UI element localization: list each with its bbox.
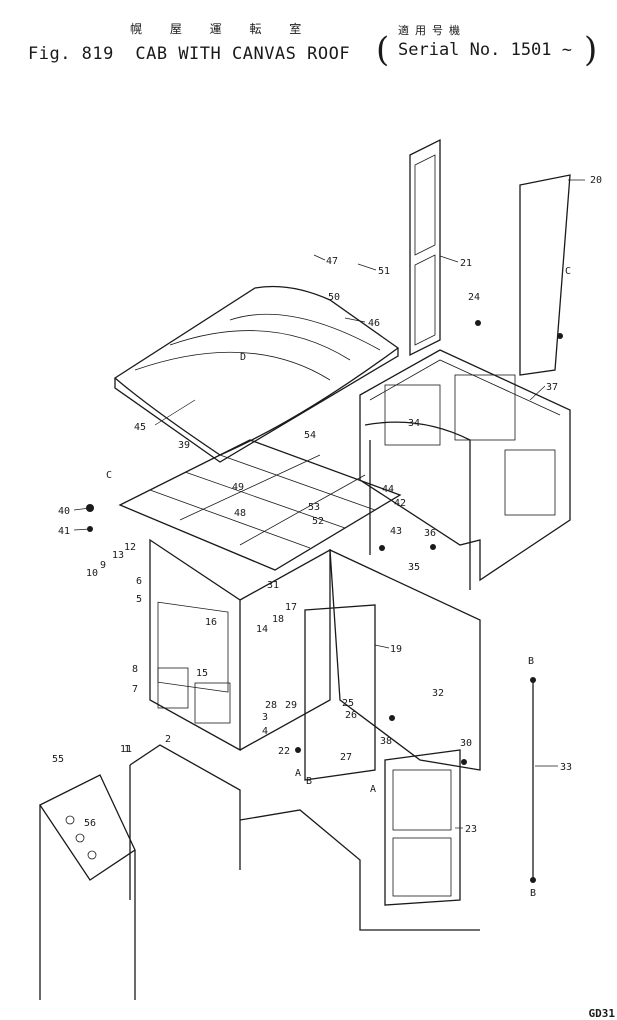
callout-44: 44	[382, 484, 394, 495]
callout-3: 3	[262, 712, 268, 723]
callout-39: 39	[178, 440, 190, 451]
callout-45: 45	[134, 422, 146, 433]
reference-letters: A A B B B C C D	[106, 266, 571, 899]
callout-20: 20	[590, 175, 602, 186]
rear-cab-body	[359, 349, 571, 590]
callout-22: 22	[278, 746, 290, 757]
lower-frame	[129, 744, 480, 931]
callout-10: 10	[86, 568, 98, 579]
canvas-roof	[113, 285, 400, 463]
side-panel	[304, 548, 481, 781]
fasteners	[86, 320, 563, 883]
callout-54: 54	[304, 430, 316, 441]
callout-5: 5	[136, 594, 142, 605]
callout-30: 30	[460, 738, 472, 749]
door-panel-23	[384, 749, 461, 906]
callout-4: 4	[262, 726, 268, 737]
serial-range: Serial No. 1501 ~	[398, 40, 572, 60]
callout-8: 8	[132, 664, 138, 675]
callout-36: 36	[424, 528, 436, 539]
callout-34: 34	[408, 418, 420, 429]
serial-label-jp: 適用号機	[398, 24, 466, 37]
callout-1: 1	[124, 744, 130, 755]
callout-55: 55	[52, 754, 64, 765]
callout-29: 29	[285, 700, 297, 711]
callout-19: 19	[390, 644, 402, 655]
ref-letter-c-2: C	[106, 470, 112, 481]
callout-41: 41	[58, 526, 70, 537]
callout-6: 6	[136, 576, 142, 587]
callout-24: 24	[468, 292, 480, 303]
ref-letter-b-2: B	[530, 888, 536, 899]
callout-38: 38	[380, 736, 392, 747]
callout-13: 13	[112, 550, 124, 561]
figure-title-jp: 幌 屋 運 転 室	[130, 22, 314, 36]
callout-47: 47	[326, 256, 338, 267]
callout-26: 26	[345, 710, 357, 721]
callout-labels: 1 2 3 4 5 6 7 8 9 10 11 12 13 14 15 16 1…	[52, 175, 602, 835]
leader-lines	[73, 179, 585, 829]
callout-23: 23	[465, 824, 477, 835]
figure-name: CAB WITH CANVAS ROOF	[135, 44, 351, 64]
callout-53: 53	[308, 502, 320, 513]
callout-17: 17	[285, 602, 297, 613]
callout-37: 37	[546, 382, 558, 393]
callout-2: 2	[165, 734, 171, 745]
callout-51: 51	[378, 266, 390, 277]
callout-25: 25	[342, 698, 354, 709]
ref-letter-a-2: A	[370, 784, 376, 795]
callout-49: 49	[232, 482, 244, 493]
page-code: GD31	[588, 1007, 616, 1020]
roof-frame	[118, 439, 402, 571]
callout-18: 18	[272, 614, 284, 625]
callout-21: 21	[460, 258, 472, 269]
ref-letter-b: B	[528, 656, 534, 667]
front-cab-frame	[149, 538, 331, 752]
callout-12: 12	[124, 542, 136, 553]
callout-9: 9	[100, 560, 106, 571]
callout-28: 28	[265, 700, 277, 711]
callout-16: 16	[205, 617, 217, 628]
serial-paren-close: )	[584, 30, 598, 70]
control-box	[39, 774, 136, 1000]
door-window-21	[409, 138, 441, 357]
callout-11: 11	[120, 744, 132, 755]
serial-paren-open: (	[376, 30, 390, 70]
callout-56: 56	[84, 818, 96, 829]
callout-32: 32	[432, 688, 444, 699]
ref-letter-d: D	[240, 352, 246, 363]
ref-letter-b-3: B	[306, 776, 312, 787]
callout-50: 50	[328, 292, 340, 303]
callout-15: 15	[196, 668, 208, 679]
callout-42: 42	[394, 498, 406, 509]
callout-14: 14	[256, 624, 268, 635]
callout-52: 52	[312, 516, 324, 527]
callout-27: 27	[340, 752, 352, 763]
callout-31: 31	[267, 580, 279, 591]
ref-letter-c: C	[565, 266, 571, 277]
callout-48: 48	[234, 508, 246, 519]
door-20	[519, 174, 571, 376]
figure-label: Fig. 819	[28, 44, 114, 64]
callout-46: 46	[368, 318, 380, 329]
callout-35: 35	[408, 562, 420, 573]
callout-43: 43	[390, 526, 402, 537]
callout-33: 33	[560, 762, 572, 773]
callout-7: 7	[132, 684, 138, 695]
ref-letter-a: A	[295, 768, 301, 779]
figure-title: Fig. 819 CAB WITH CANVAS ROOF	[28, 44, 350, 64]
callout-40: 40	[58, 506, 70, 517]
